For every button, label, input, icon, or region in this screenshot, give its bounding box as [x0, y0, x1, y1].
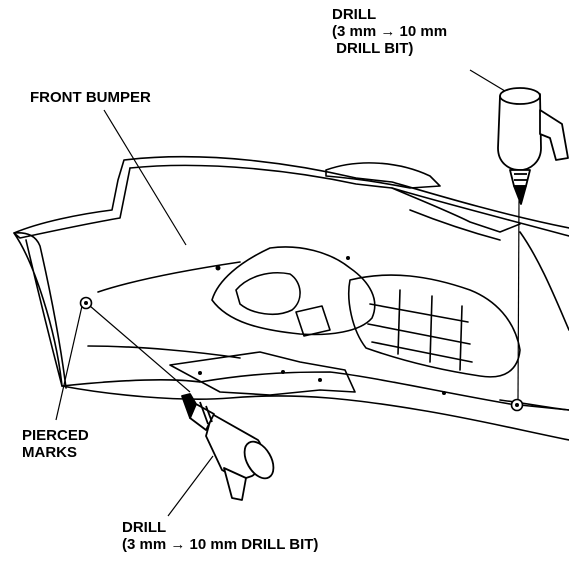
drill-axis-bottom [89, 305, 191, 393]
upper-bracket [325, 162, 441, 189]
bumper-upper-lip [129, 164, 569, 237]
mount-hole [215, 265, 221, 271]
bumper-skirt [169, 351, 356, 396]
fog-light-lens [235, 272, 301, 316]
drill-axis-top [517, 199, 520, 401]
grille-slat [429, 295, 433, 363]
bumper-contour-line [87, 345, 241, 359]
drill-bottom-label-line1: DRILL [122, 519, 167, 536]
bumper-lower-edge [61, 385, 569, 441]
mount-hole [281, 370, 285, 374]
upper-bracket-rail [409, 209, 501, 241]
upper-bracket-rail [391, 187, 521, 233]
bumper-right-body [499, 231, 569, 411]
drill-top-label-line1: DRILL [332, 6, 377, 23]
bumper-lower-edge-inner [199, 371, 569, 411]
mount-hole [346, 256, 350, 260]
left-flange [13, 232, 67, 389]
fog-light-bracket [295, 305, 331, 337]
drill-icon [181, 393, 275, 501]
fog-light-housing [211, 246, 376, 336]
drill-icon [497, 87, 569, 205]
grille-opening [347, 274, 521, 378]
grille-slat [459, 305, 463, 371]
bumper-contour-line [97, 261, 241, 293]
pierced-marks-label-line2: MARKS [22, 444, 77, 461]
drill-top-label-line2: (3 mm → 10 mm [332, 23, 448, 40]
grille-slat [397, 289, 401, 355]
grille-slat [367, 323, 471, 345]
grille-slat [369, 303, 469, 323]
pierced-mark-left [79, 296, 93, 310]
leader-front-bumper [103, 109, 187, 246]
grille-slat [371, 341, 473, 363]
bumper-outline [13, 155, 569, 387]
drill-top-label-line3: DRILL BIT) [332, 40, 414, 57]
leader-drill-bottom [167, 455, 214, 517]
drill-bottom-label-line2: (3 mm → 10 mm DRILL BIT) [122, 536, 319, 553]
pierced-marks-label-line1: PIERCED [22, 427, 89, 444]
leader-pierced-marks [55, 305, 83, 421]
mount-hole [442, 391, 446, 395]
mount-hole [198, 371, 202, 375]
pierced-mark-right [510, 398, 524, 412]
mount-hole [318, 378, 322, 382]
front-bumper-label: FRONT BUMPER [30, 89, 151, 106]
